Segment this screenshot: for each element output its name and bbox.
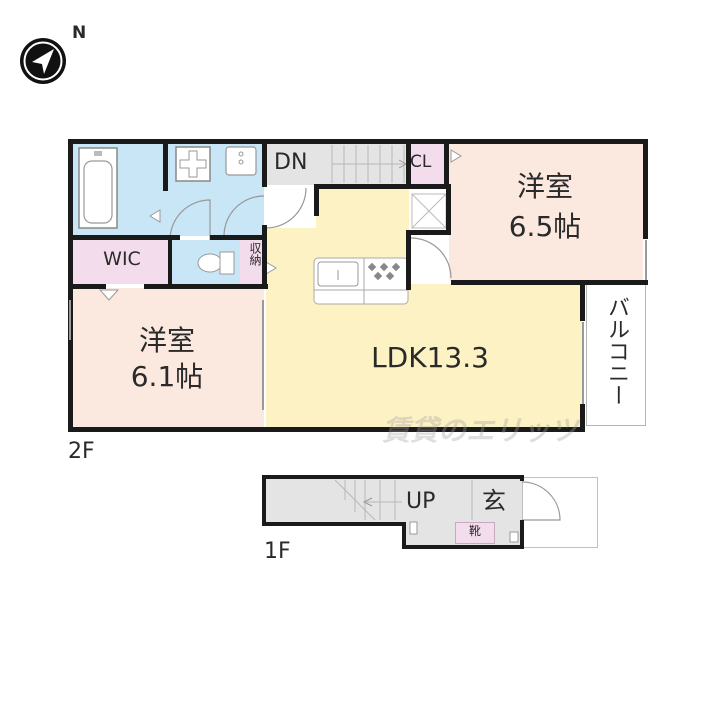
washing-machine-icon	[175, 146, 211, 182]
bedroom-west-size: 6.1帖	[130, 360, 204, 393]
stairs-down-treads	[331, 145, 408, 183]
bedroom-east	[449, 143, 643, 281]
wall	[68, 427, 584, 432]
stairs-down-label: DN	[274, 150, 308, 175]
wall	[643, 139, 648, 239]
wall	[314, 184, 450, 189]
wall	[444, 139, 449, 187]
compass-arrow-icon	[20, 38, 66, 84]
wash-basin-icon	[225, 146, 257, 176]
storage-room	[240, 240, 264, 284]
hall-corner	[409, 232, 449, 284]
wall	[262, 139, 267, 187]
balcony-area	[586, 284, 646, 426]
window	[262, 300, 264, 410]
storage-label: 収納	[248, 242, 262, 266]
ldk-room-hall	[266, 188, 316, 228]
toilet-icon	[197, 251, 235, 275]
wall	[580, 404, 585, 432]
window	[69, 300, 71, 340]
door-swings	[98, 149, 462, 301]
wall	[520, 520, 524, 549]
window	[645, 240, 647, 280]
wall	[68, 139, 648, 144]
bedroom-east-name: 洋室	[516, 170, 573, 203]
wall	[262, 475, 266, 525]
wall	[262, 225, 267, 289]
wall	[402, 545, 524, 549]
wall	[68, 235, 168, 240]
wall	[314, 184, 319, 216]
wall	[262, 522, 406, 526]
wall	[68, 284, 106, 289]
wall	[144, 284, 268, 289]
compass-north-label: N	[72, 23, 87, 43]
closet-label: CL	[410, 152, 432, 172]
wall	[406, 139, 411, 187]
ldk-label: LDK13.3	[371, 341, 489, 374]
wall	[520, 475, 524, 481]
stairs-up-treads	[334, 479, 561, 543]
floor-1f-label: 1F	[264, 539, 291, 564]
kitchen-counter-icon	[313, 257, 409, 305]
bedroom-west	[72, 288, 264, 428]
wall	[402, 522, 406, 548]
closet-room	[409, 143, 449, 185]
bedroom-west-name: 洋室	[138, 324, 195, 357]
window	[582, 322, 584, 404]
bathtub-icon	[78, 147, 118, 229]
wall	[406, 230, 411, 290]
wic-room	[72, 240, 168, 284]
wall	[210, 235, 266, 240]
wall	[168, 235, 180, 240]
shoe-storage-label: 靴	[468, 524, 481, 538]
wall	[451, 280, 648, 285]
bedroom-east-size: 6.5帖	[508, 210, 582, 243]
wall	[262, 475, 524, 479]
refrigerator-space-icon	[411, 193, 447, 229]
entrance-label: 玄	[482, 487, 506, 515]
compass	[18, 36, 68, 86]
stairs-up-label: UP	[406, 489, 436, 514]
wall	[446, 184, 451, 234]
watermark: 賃貸のエリッツ	[381, 414, 578, 447]
floor-2f-label: 2F	[68, 439, 95, 464]
wall	[580, 281, 585, 321]
floor-1f-plan: UP 玄 靴 1F	[0, 460, 720, 580]
wall	[406, 230, 451, 235]
wall	[163, 139, 168, 191]
balcony-label: バルコニー	[604, 296, 629, 406]
wall	[168, 235, 172, 288]
wic-label: WIC	[103, 248, 141, 270]
stairs-up-area	[264, 478, 522, 522]
shoe-storage-box	[455, 522, 495, 544]
floor-2f-plan: DN CL WIC 収納 洋室 6.5帖 洋室 6.1帖 LDK13.3 バルコ…	[68, 139, 648, 464]
porch-area	[522, 477, 598, 548]
ldk-room-main	[266, 284, 582, 428]
